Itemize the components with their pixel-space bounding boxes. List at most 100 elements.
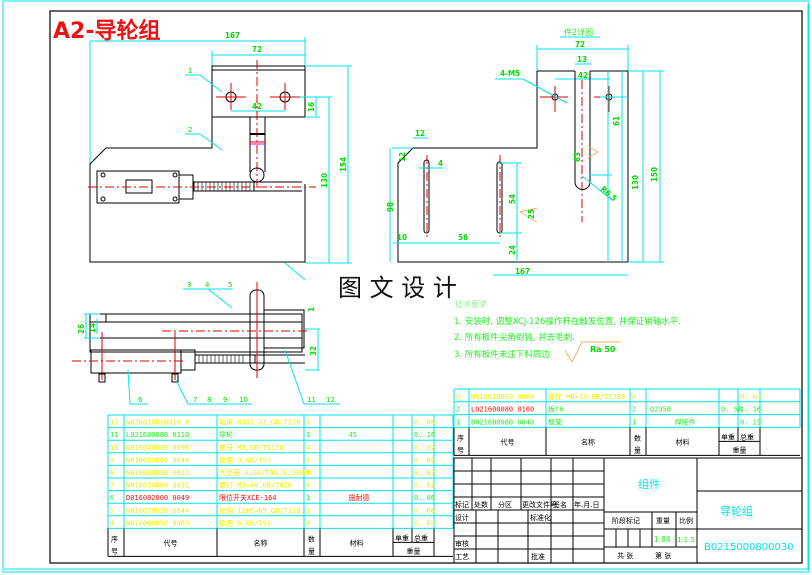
bom-cell-name: 螺母 M3,GB/T6170 <box>219 443 284 452</box>
balloon-5: 5 <box>228 281 232 289</box>
bom-cell-qty: 4 <box>306 456 310 464</box>
bom-header-qty: 数 <box>634 433 641 442</box>
bom-header-code: 代号 <box>164 538 178 547</box>
bom-header-qty-2: 量 <box>634 446 641 454</box>
bom-header-total: 总重 <box>740 432 754 441</box>
dim-13: 13 <box>577 55 587 64</box>
bom-cell-qty: 1 <box>632 418 636 426</box>
tb-label-date: 年.月.日 <box>574 500 599 509</box>
tb-label-weight: 重量 <box>656 517 670 525</box>
tb-label-review: 审核 <box>455 539 469 548</box>
bom-cell-material: 焊接件 <box>675 417 696 426</box>
bom-header-qty: 数 <box>308 534 315 543</box>
dim-54: 54 <box>508 194 517 204</box>
bom-cell-no: 4 <box>110 519 114 527</box>
bom-header: 序号代号名称数量材料单重总重重量 <box>453 427 800 456</box>
bom-cell-no: 1 <box>456 418 460 426</box>
bom-cell-code: N010070030 0044 <box>126 507 189 515</box>
bom-cell-total: 0. 06 <box>414 507 435 515</box>
bom-cell-qty: 2 <box>632 406 636 414</box>
technical-notes: 技术要求 1. 安装时, 调整XCJ-126操作杆在触发位置, 并保证销轴水平.… <box>454 299 681 364</box>
bom-cell-name: 垫圈 6,GB/T93 <box>219 518 271 527</box>
bom-cell-code: L021600080 0100 <box>471 406 534 414</box>
balloon-2: 2 <box>188 126 192 134</box>
bom-cell-no: 5 <box>110 507 114 515</box>
bom-cell-code: N010060090 0044 <box>126 456 189 464</box>
bom-header-material: 材料 <box>350 538 364 547</box>
bom-cell-total: 0. 06 <box>414 419 435 427</box>
bom-cell-material: 45 <box>349 431 357 439</box>
bom-header-weight: 重量 <box>407 547 421 555</box>
balloon-3: 3 <box>187 281 191 289</box>
tb-drawing-name: 导轮组 <box>720 504 753 518</box>
tb-label-standardize: 标准化 <box>530 513 551 522</box>
bom-header-total: 总重 <box>414 533 428 542</box>
bom-cell-total: 0. 02 <box>414 469 435 477</box>
dim-16: 16 <box>307 102 316 112</box>
dim-61: 61 <box>612 116 621 126</box>
inner-frame <box>49 10 803 564</box>
bom-cell-code: L021600080 0110 <box>126 431 189 439</box>
dim-130b: 130 <box>631 175 640 190</box>
bom-cell-total: 0. 02 <box>414 482 435 490</box>
bom-cell-no: 6 <box>110 494 114 502</box>
dim-63: 63 <box>573 152 582 162</box>
bom-header-unit: 单重 <box>721 432 735 441</box>
bom-cell-material: 施耐德 <box>349 493 370 502</box>
dim-r65: R6.5 <box>599 185 619 204</box>
bom-cell-material: Q235B <box>650 406 671 414</box>
bom-cell-qty: 1 <box>306 507 310 515</box>
bom-cell-code: N020010010010 8 <box>126 419 189 427</box>
tb-label-mark: 标记 <box>455 500 469 509</box>
bom-cell-unit: 0. 58 <box>721 406 742 414</box>
bom-header-code: 代号 <box>501 437 515 446</box>
note-1: 1. 安装时, 调整XCJ-126操作杆在触发位置, 并保证销轴水平. <box>454 316 681 327</box>
tb-label-change-doc: 更改文件号 <box>522 500 557 509</box>
bom-cell-total: 1. 16 <box>740 406 761 414</box>
bom-cell-total: 0. 02 <box>414 444 435 452</box>
balloon-12: 12 <box>326 396 335 404</box>
bom-cell-name: 板t6 <box>548 405 563 414</box>
note-3: 3. 所有板件未注下料周边 <box>454 349 550 360</box>
tb-label-sheets-total: 共 张 <box>617 551 633 560</box>
bom-cell-name: 限位开关XCE-164 <box>219 493 277 502</box>
bom-cell-total: 0. 16 <box>414 431 435 439</box>
bom-cell-code: N010030060 0031 <box>126 482 189 490</box>
balloon-6: 6 <box>138 396 143 404</box>
balloon-11: 11 <box>307 396 316 404</box>
dim-25: 25 <box>527 209 536 219</box>
bom-cell-qty: 4 <box>306 482 310 490</box>
dim-12h: 12 <box>398 152 407 162</box>
dim-26: 26 <box>77 324 86 334</box>
bom-cell-no: 3 <box>456 393 460 401</box>
bom-cell-total: 0. 04 <box>414 519 435 527</box>
bom-cell-no: 10 <box>110 444 118 452</box>
dim-167b: 167 <box>515 267 530 276</box>
dim-98: 98 <box>386 202 395 212</box>
bom-cell-total: 0. 04 <box>740 393 761 401</box>
dim-1: 1 <box>307 307 316 312</box>
bom-cell-qty: 1 <box>306 431 310 439</box>
bom-header-material: 材料 <box>676 437 690 446</box>
bom-cell-code: D016002000 0049 <box>126 494 189 502</box>
bom-cell-no: 8 <box>110 469 114 477</box>
bom-header-qty-2: 量 <box>308 547 315 555</box>
bom-header-no: 序 <box>111 534 118 543</box>
top-view: 26 14 32 1 3 4 5 6 7 8 9 10 11 12 <box>72 281 340 405</box>
bom-header-weight: 重量 <box>733 446 747 454</box>
balloon-8: 8 <box>207 396 211 404</box>
bom-cell-total: 0. 02 <box>414 456 435 464</box>
bom-cell-no: 12 <box>110 419 118 427</box>
drawing-title: A2-导轮组 <box>53 18 160 44</box>
tb-type-label: 组件 <box>638 477 660 491</box>
tb-label-process: 工艺 <box>455 553 469 561</box>
dim-4: 4 <box>438 159 443 168</box>
